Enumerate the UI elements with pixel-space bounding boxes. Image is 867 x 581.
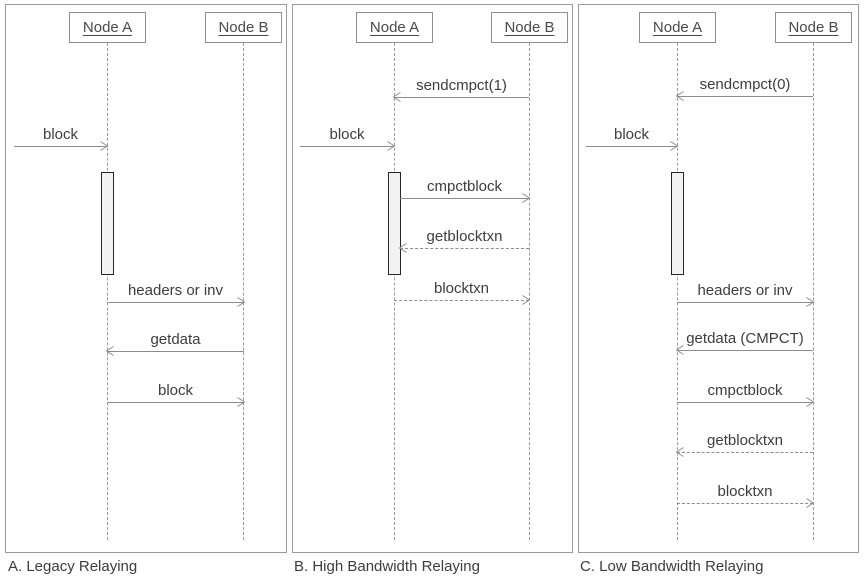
message-label: sendcmpct(0) (699, 76, 791, 93)
arrowhead-left-icon (675, 91, 684, 101)
lifeline-node-a (107, 43, 108, 540)
node-box-b: Node B (491, 12, 568, 43)
message-line (14, 146, 107, 147)
lifeline-node-a (394, 43, 395, 540)
message-line (677, 302, 813, 303)
message-line (107, 402, 244, 403)
message-label: headers or inv (127, 282, 224, 299)
panel-a-frame (5, 4, 287, 553)
arrowhead-right-icon (806, 498, 815, 508)
arrowhead-left-icon (675, 447, 684, 457)
node-label: Node B (504, 19, 555, 36)
node-box-a: Node A (69, 12, 146, 43)
message-line (107, 302, 244, 303)
message-label: block (613, 126, 650, 143)
caption-legacy-relaying: A. Legacy Relaying (8, 558, 138, 575)
arrowhead-right-icon (100, 141, 109, 151)
message-line (677, 96, 813, 97)
message-label: getblocktxn (707, 432, 783, 449)
node-label: Node A (82, 19, 133, 36)
message-label: getdata (CMPCT) (686, 330, 804, 347)
message-line (677, 402, 813, 403)
arrowhead-left-icon (675, 345, 684, 355)
message-label: cmpctblock (426, 178, 503, 195)
node-box-a: Node A (639, 12, 716, 43)
panel-c-frame (578, 4, 859, 553)
message-label: blocktxn (433, 280, 490, 297)
node-label: Node B (218, 19, 269, 36)
message-line (400, 248, 529, 249)
node-box-a: Node A (356, 12, 433, 43)
arrowhead-left-icon (392, 92, 401, 102)
message-label: block (329, 126, 365, 143)
node-label: Node A (652, 19, 703, 36)
activation-bar (671, 172, 684, 275)
lifeline-node-b (813, 43, 814, 540)
arrowhead-right-icon (387, 141, 396, 151)
activation-bar (101, 172, 114, 275)
message-label: block (157, 382, 194, 399)
node-label: Node B (788, 19, 839, 36)
arrowhead-right-icon (522, 193, 531, 203)
lifeline-node-b (529, 43, 530, 540)
message-line (586, 146, 677, 147)
arrowhead-right-icon (806, 297, 815, 307)
node-box-b: Node B (205, 12, 282, 43)
arrowhead-left-icon (105, 346, 114, 356)
node-label: Node A (369, 19, 420, 36)
caption-high-bandwidth-relaying: B. High Bandwidth Relaying (294, 558, 480, 575)
message-label: getdata (150, 331, 201, 348)
message-label: cmpctblock (707, 382, 783, 399)
arrowhead-right-icon (522, 295, 531, 305)
panel-b-frame (292, 4, 573, 553)
message-label: block (42, 126, 79, 143)
arrowhead-left-icon (398, 243, 407, 253)
lifeline-node-a (677, 43, 678, 540)
message-label: getblocktxn (426, 228, 503, 245)
arrowhead-right-icon (670, 141, 679, 151)
message-line (107, 351, 244, 352)
message-label: blocktxn (717, 483, 773, 500)
message-line (394, 97, 529, 98)
message-line (677, 350, 813, 351)
arrowhead-right-icon (237, 397, 246, 407)
message-line (300, 146, 394, 147)
message-label: sendcmpct(1) (416, 77, 507, 94)
lifeline-node-b (243, 43, 244, 540)
message-line (394, 300, 529, 301)
message-line (400, 198, 529, 199)
caption-low-bandwidth-relaying: C. Low Bandwidth Relaying (580, 558, 764, 575)
activation-bar (388, 172, 401, 275)
message-line (677, 503, 813, 504)
arrowhead-right-icon (806, 397, 815, 407)
message-label: headers or inv (697, 282, 793, 299)
message-line (677, 452, 813, 453)
node-box-b: Node B (775, 12, 852, 43)
arrowhead-right-icon (237, 297, 246, 307)
